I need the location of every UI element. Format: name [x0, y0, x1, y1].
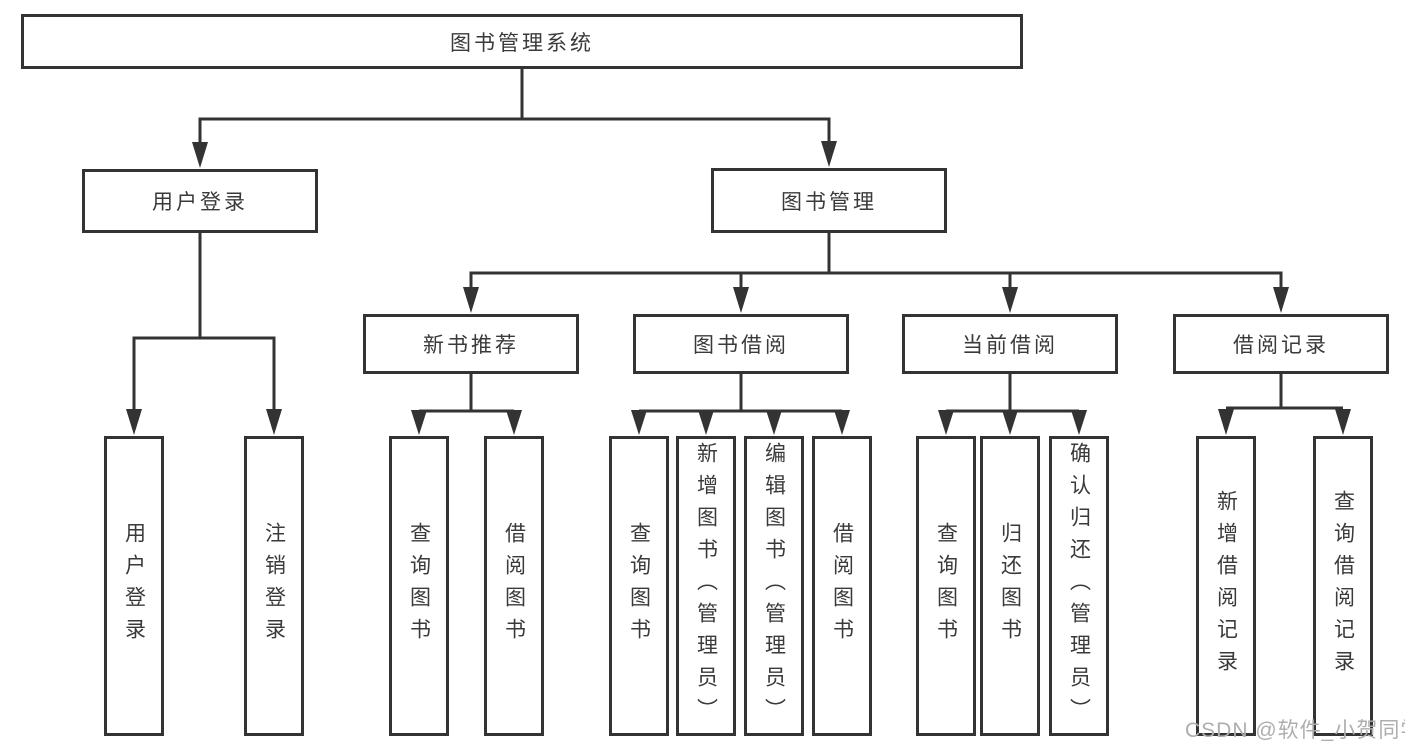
node-new-book-recommend: 新书推荐 — [363, 314, 579, 374]
node-book-borrow: 图书借阅 — [633, 314, 849, 374]
arrowhead — [126, 409, 142, 435]
node-label: 归还图书 — [998, 522, 1022, 650]
arrowhead — [1071, 410, 1087, 435]
node-label: 注销登录 — [262, 522, 286, 650]
node-label: 新增借阅记录 — [1214, 490, 1238, 682]
node-label: 图书管理 — [781, 190, 877, 214]
node-label: 查询图书 — [934, 522, 958, 650]
connector-records — [1226, 374, 1343, 410]
arrowhead — [1218, 409, 1234, 435]
leaf-edit-book-admin: 编辑图书（管理员） — [744, 436, 804, 736]
arrowhead — [463, 287, 479, 313]
arrowhead — [1335, 409, 1351, 435]
node-label: 查询图书 — [627, 522, 651, 650]
node-label: 借阅图书 — [830, 522, 854, 650]
node-label: 查询借阅记录 — [1331, 490, 1355, 682]
node-label: 用户登录 — [122, 522, 146, 650]
arrowhead — [266, 409, 282, 435]
csdn-watermark: CSDN @软件_小贺同学 — [1185, 719, 1405, 742]
arrowhead — [631, 410, 647, 435]
leaf-query-borrow-record: 查询借阅记录 — [1313, 436, 1373, 736]
arrowhead — [834, 410, 850, 435]
connector-manage-branch — [469, 271, 1283, 290]
node-label: 用户登录 — [152, 191, 248, 214]
node-borrow-records: 借阅记录 — [1173, 314, 1389, 374]
leaf-borrow-books-recommend: 借阅图书 — [484, 436, 544, 736]
connector-current — [946, 374, 1079, 413]
node-label: 编辑图书（管理员） — [762, 442, 786, 730]
connector-login-branch — [132, 336, 276, 411]
arrowhead — [1273, 287, 1289, 313]
leaf-return-book: 归还图书 — [980, 436, 1040, 736]
leaf-query-books-borrow: 查询图书 — [609, 436, 669, 736]
node-label: 图书管理系统 — [450, 31, 594, 55]
leaf-query-books-recommend: 查询图书 — [389, 436, 449, 736]
node-label: 当前借阅 — [962, 334, 1058, 357]
node-book-management: 图书管理 — [711, 168, 947, 233]
connector-borrow — [639, 374, 842, 413]
leaf-query-books-current: 查询图书 — [916, 436, 976, 736]
arrowhead — [506, 410, 522, 435]
node-label: 图书借阅 — [693, 334, 789, 357]
arrowhead — [733, 287, 749, 313]
node-label: 新增图书（管理员） — [694, 442, 718, 730]
node-label: 查询图书 — [407, 522, 431, 650]
node-system-root: 图书管理系统 — [21, 14, 1023, 69]
arrowhead — [938, 410, 954, 435]
node-label: 确认归还（管理员） — [1067, 442, 1091, 730]
node-label: 借阅图书 — [502, 522, 526, 650]
leaf-add-borrow-record: 新增借阅记录 — [1196, 436, 1256, 736]
connector-root-branch — [198, 117, 831, 147]
leaf-logout: 注销登录 — [244, 436, 304, 736]
leaf-add-book-admin: 新增图书（管理员） — [676, 436, 736, 736]
arrowhead — [1002, 287, 1018, 313]
node-current-borrow: 当前借阅 — [902, 314, 1118, 374]
arrowhead — [698, 410, 714, 435]
arrowhead — [192, 142, 208, 168]
leaf-borrow-books: 借阅图书 — [812, 436, 872, 736]
connector-recommend — [419, 374, 514, 413]
leaf-confirm-return-admin: 确认归还（管理员） — [1049, 436, 1109, 736]
arrowhead — [821, 141, 837, 167]
arrowhead — [1002, 410, 1018, 435]
arrowhead — [766, 410, 782, 435]
node-label: 借阅记录 — [1233, 334, 1329, 357]
leaf-user-login: 用户登录 — [104, 436, 164, 736]
node-label: 新书推荐 — [423, 334, 519, 357]
arrowhead — [411, 410, 427, 435]
node-user-login: 用户登录 — [82, 169, 318, 233]
